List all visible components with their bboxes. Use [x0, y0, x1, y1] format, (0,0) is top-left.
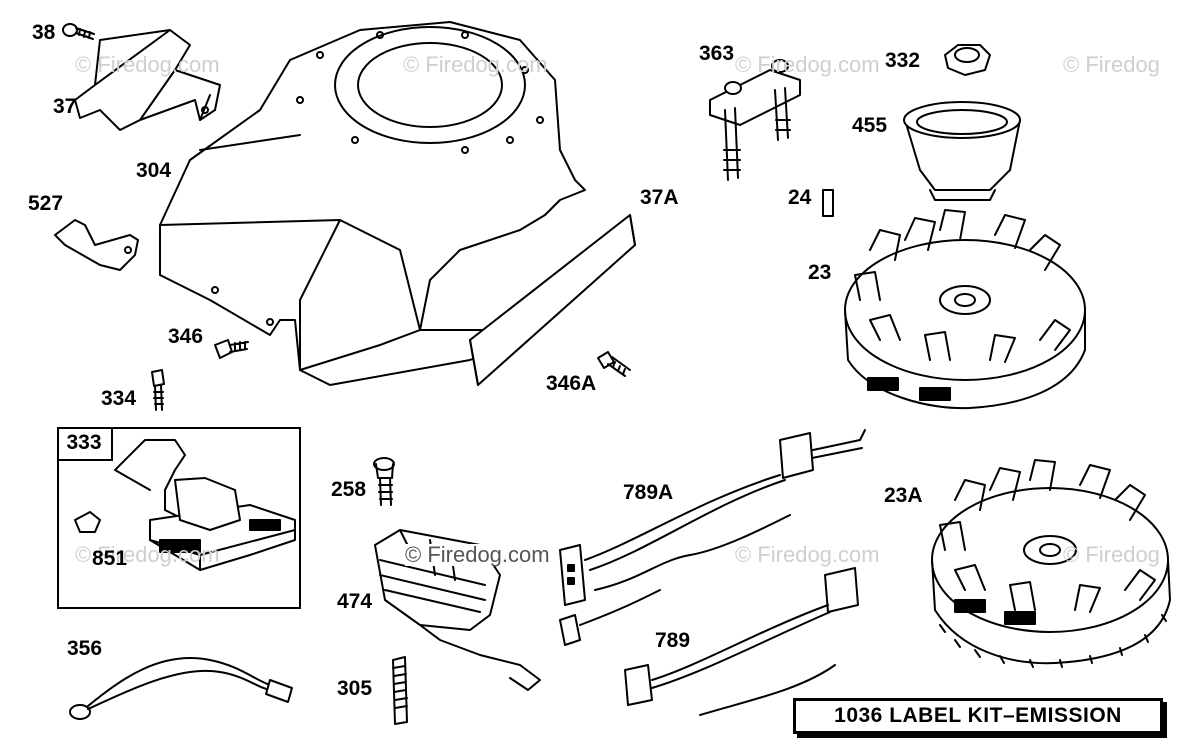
clip-527-drawing — [54, 219, 139, 271]
bolt-346-drawing — [214, 339, 249, 359]
part-label-37a: 37A — [640, 186, 679, 209]
part-label-37: 37 — [53, 95, 77, 118]
part-label-305: 305 — [337, 677, 373, 700]
harness-789-drawing — [624, 567, 859, 716]
part-label-23a: 23A — [884, 484, 923, 507]
baffle-37-drawing — [74, 29, 221, 131]
part-label-38: 38 — [32, 21, 56, 44]
part-label-332: 332 — [885, 49, 921, 72]
part-label-789a: 789A — [623, 481, 674, 504]
part-label-346: 346 — [168, 325, 204, 348]
flywheel-23-drawing — [844, 209, 1086, 410]
group-box-label-333: 333 — [57, 427, 113, 461]
watermark: © Firedog — [1063, 52, 1160, 77]
screw-38-drawing — [62, 23, 95, 40]
watermark: © Firedog.com — [403, 52, 548, 77]
watermark: © Firedog — [1063, 542, 1160, 567]
bracket-363-drawing — [709, 59, 801, 181]
nut-332-drawing — [944, 44, 991, 76]
bolt-346a-drawing — [597, 351, 631, 377]
watermark: © Firedog.com — [75, 542, 220, 567]
part-label-258: 258 — [331, 478, 367, 501]
part-label-23: 23 — [808, 261, 832, 284]
cup-455-drawing — [903, 101, 1021, 201]
part-label-474: 474 — [337, 590, 373, 613]
watermark: © Firedog.com — [75, 52, 220, 77]
part-label-363: 363 — [699, 42, 735, 65]
armature-333-drawing — [74, 439, 296, 571]
label-kit-emission-text: 1036 LABEL KIT–EMISSION — [834, 704, 1122, 727]
part-label-334: 334 — [101, 387, 137, 410]
key-24-drawing — [822, 189, 834, 217]
watermark: © Firedog.com — [735, 542, 880, 567]
part-label-527: 527 — [28, 192, 64, 215]
label-kit-emission-box: 1036 LABEL KIT–EMISSION — [793, 698, 1163, 734]
watermark: © Firedog.com — [405, 542, 550, 567]
harness-789a-drawing — [559, 429, 866, 646]
label-strip-37a-drawing — [469, 214, 636, 386]
part-label-346a: 346A — [546, 372, 597, 395]
part-label-356: 356 — [67, 637, 103, 660]
part-label-24: 24 — [788, 186, 812, 209]
part-label-455: 455 — [852, 114, 888, 137]
spacer-305-drawing — [392, 656, 408, 725]
armature-group-box — [57, 427, 301, 609]
screw-258-drawing — [373, 457, 395, 506]
watermark: © Firedog.com — [735, 52, 880, 77]
flywheel-23a-drawing — [931, 459, 1171, 668]
ground-wire-356-drawing — [69, 657, 293, 720]
part-label-789: 789 — [655, 629, 691, 652]
part-label-851: 851 — [92, 547, 128, 570]
blower-housing-304-drawing — [159, 21, 586, 386]
bolt-334-drawing — [151, 369, 165, 411]
part-label-304: 304 — [136, 159, 172, 182]
